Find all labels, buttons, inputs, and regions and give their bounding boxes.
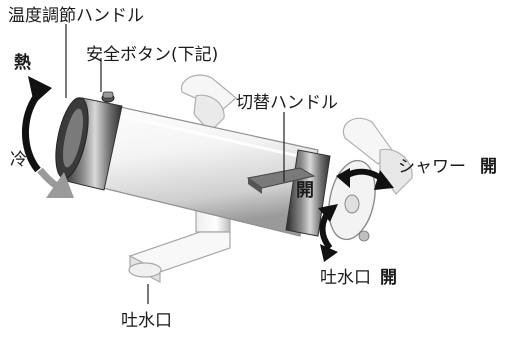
- temp-handle-label: 温度調節ハンドル: [8, 6, 144, 26]
- switch-lever[interactable]: [246, 167, 316, 194]
- safety-button[interactable]: [101, 91, 115, 103]
- shower-text-label: シャワー: [398, 157, 466, 177]
- temperature-handle[interactable]: [50, 95, 123, 191]
- shower-open-label: 開: [480, 157, 497, 177]
- spout-arrow-icon: [318, 204, 338, 262]
- cold-label: 冷: [10, 150, 27, 170]
- open-mark-label: 開: [296, 180, 314, 201]
- switch-knob[interactable]: [285, 149, 382, 244]
- wall-mount-back: [180, 74, 413, 195]
- leader-lines: [65, 24, 285, 304]
- spout-bottom-label: 吐水口: [121, 311, 172, 331]
- switch-handle-label: 切替ハンドル: [236, 93, 338, 113]
- spout-open-label: 開: [380, 268, 397, 288]
- hot-cold-arrow-icon: [22, 76, 74, 198]
- shower-arrow-icon: [336, 168, 394, 190]
- safety-button-label: 安全ボタン(下記): [86, 45, 218, 65]
- hot-label: 熱: [14, 52, 31, 73]
- spout-text-label: 吐水口: [320, 268, 371, 288]
